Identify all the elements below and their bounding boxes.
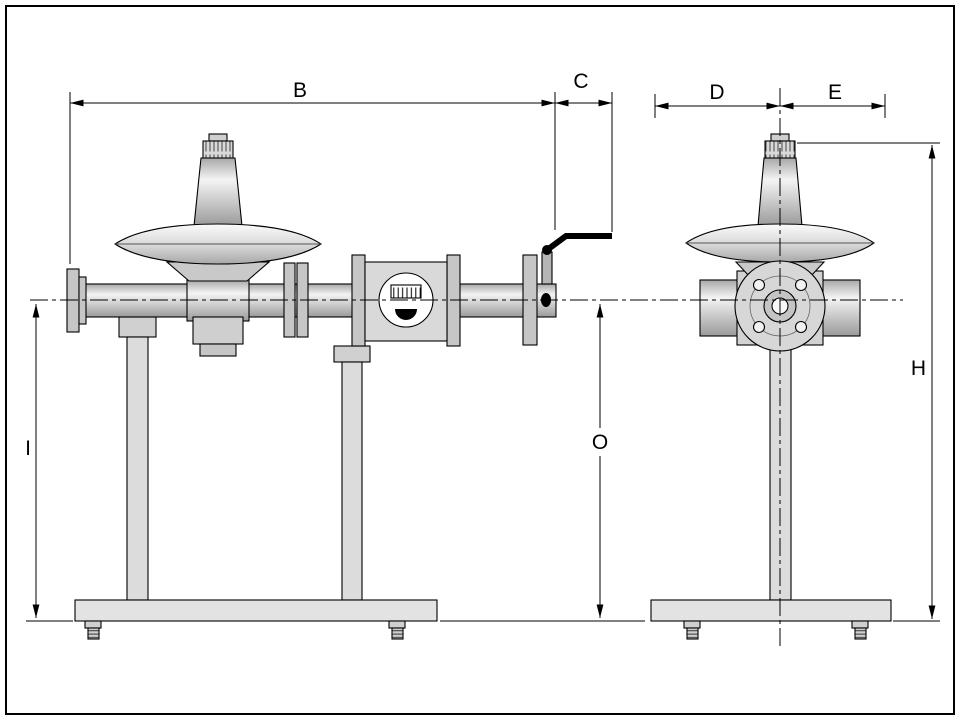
foot-1-thread <box>87 627 100 640</box>
foot-4-thread <box>854 627 867 640</box>
dimension-label-e: E <box>828 81 842 104</box>
regulator-adjusting-cap <box>202 140 234 159</box>
foot-1-head <box>84 620 102 629</box>
pipe-clamp-1 <box>118 316 157 338</box>
dimension-label-d: D <box>709 81 724 104</box>
foot-2-thread <box>391 627 404 640</box>
bolt-hole-tl <box>752 278 766 292</box>
page-border <box>5 5 955 715</box>
foot-3-thread <box>686 627 699 640</box>
centerlines <box>30 88 903 646</box>
body-wing-left <box>699 279 739 337</box>
dimension-label-i: I <box>25 437 31 460</box>
pipe-clamp-2 <box>333 345 371 363</box>
meter-dial <box>395 309 417 320</box>
dimension-label-c: C <box>573 70 588 93</box>
valve-stem <box>541 251 553 285</box>
body-wing-right <box>821 279 861 337</box>
regulator-neck <box>193 157 243 227</box>
meter-odometer <box>390 284 422 299</box>
dimension-label-h: H <box>911 357 926 380</box>
dimensions: B C D E H I O <box>25 70 940 622</box>
foot-4-head <box>851 620 869 629</box>
regulator-bottom-cap <box>199 343 237 357</box>
regulator-cap-top <box>208 133 228 142</box>
base-plate-side <box>650 599 892 622</box>
stand-leg-1 <box>126 336 149 601</box>
valve-handle <box>545 233 612 253</box>
valve-handle-pivot <box>542 245 552 255</box>
bolt-hole-br <box>794 320 808 334</box>
stand-leg-2 <box>341 361 363 601</box>
foot-3-head <box>683 620 701 629</box>
dimension-label-b: B <box>293 79 307 102</box>
front-view <box>66 133 612 640</box>
bolt-hole-bl <box>752 320 766 334</box>
dimension-label-o: O <box>592 431 608 454</box>
foot-2-head <box>388 620 406 629</box>
regulator-bottom-boss <box>192 316 244 345</box>
bolt-hole-tr <box>794 278 808 292</box>
base-plate-front <box>74 599 438 622</box>
